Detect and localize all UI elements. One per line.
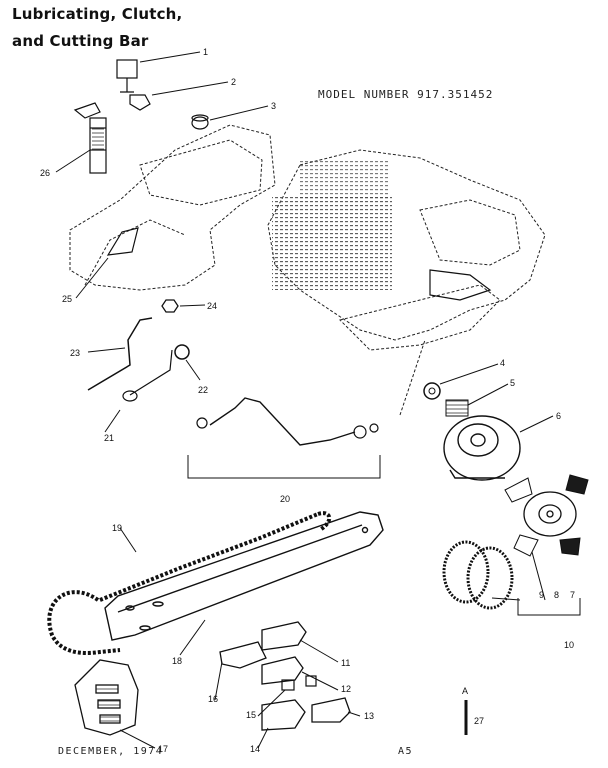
callout-25: 25 <box>62 294 72 304</box>
chain-tip <box>317 511 332 532</box>
callout-2: 2 <box>231 77 236 87</box>
callout-12: 12 <box>341 684 351 694</box>
callout-15: 15 <box>246 710 256 720</box>
engine-fins <box>272 195 392 290</box>
part-18-guide-bar <box>104 511 384 641</box>
part-11-link <box>261 621 307 651</box>
callout-26: 26 <box>40 168 50 178</box>
diagram-title-line1: Lubricating, Clutch, <box>12 5 183 23</box>
line-fitting-left <box>196 417 208 429</box>
callout-20: 20 <box>280 494 290 504</box>
part-8-clutch-shoes <box>504 474 589 557</box>
part-14-link <box>261 699 306 731</box>
part-19-saw-chain <box>47 512 319 655</box>
leader-lines <box>55 51 554 749</box>
arrow-label: A <box>462 686 468 696</box>
part-6-clutch-drum <box>443 415 521 481</box>
oil-pump-button <box>106 227 139 256</box>
callout-18: 18 <box>172 656 182 666</box>
callout-17: 17 <box>158 744 168 754</box>
callout-23: 23 <box>70 348 80 358</box>
part-7-clutch-hub <box>523 491 577 537</box>
callout-13: 13 <box>364 711 374 721</box>
diagram-title-line2: and Cutting Bar <box>12 32 149 50</box>
model-number: MODEL NUMBER 917.351452 <box>318 88 494 101</box>
part-12-link <box>261 656 304 685</box>
part-9-springs <box>442 540 514 610</box>
callout-labels: 1 2 3 4 5 6 7 8 9 10 11 12 13 14 15 16 1… <box>40 47 575 754</box>
callout-7: 7 <box>570 590 575 600</box>
bracket-20 <box>187 455 381 479</box>
oil-line-fitting <box>429 269 492 301</box>
callout-8: 8 <box>554 590 559 600</box>
callout-6: 6 <box>556 411 561 421</box>
part-4-washer <box>423 382 441 400</box>
line-fitting-right <box>353 425 367 439</box>
callout-16: 16 <box>208 694 218 704</box>
callout-19: 19 <box>112 523 122 533</box>
part-20-outlet-line <box>209 397 356 446</box>
callout-11: 11 <box>341 658 350 668</box>
line-fitting-end <box>369 423 379 433</box>
part-3-cap <box>191 114 209 130</box>
footer-page-number: A5 <box>398 746 414 757</box>
callout-1: 1 <box>203 47 208 57</box>
plunger-spring <box>92 128 104 150</box>
part-24-nut <box>161 299 179 313</box>
callout-5: 5 <box>510 378 515 388</box>
part-5-bearing <box>445 399 469 417</box>
footer-date: DECEMBER, 1974 <box>58 746 164 757</box>
rear-handle-housing <box>69 124 276 291</box>
part-15-rivet <box>281 675 317 691</box>
callout-14: 14 <box>250 744 260 754</box>
callout-21: 21 <box>104 433 114 443</box>
part-1-fitting <box>116 59 138 93</box>
callout-3: 3 <box>271 101 276 111</box>
bracket-10 <box>517 598 581 616</box>
part-21-pickup <box>122 349 173 402</box>
part-16-cutter <box>219 641 267 669</box>
callout-22: 22 <box>198 385 208 395</box>
part-17-chain-guard <box>74 659 139 736</box>
part-23-oil-line <box>87 317 153 391</box>
callout-27: 27 <box>474 716 484 726</box>
washer-hole <box>428 387 436 395</box>
part-13-link <box>311 697 351 723</box>
callout-4: 4 <box>500 358 505 368</box>
callout-24: 24 <box>207 301 217 311</box>
callout-10: 10 <box>564 640 574 650</box>
callout-9: 9 <box>539 590 544 600</box>
part-22-nut <box>174 344 190 360</box>
part-2-valve <box>129 94 151 111</box>
engine-top-fins <box>300 160 390 200</box>
